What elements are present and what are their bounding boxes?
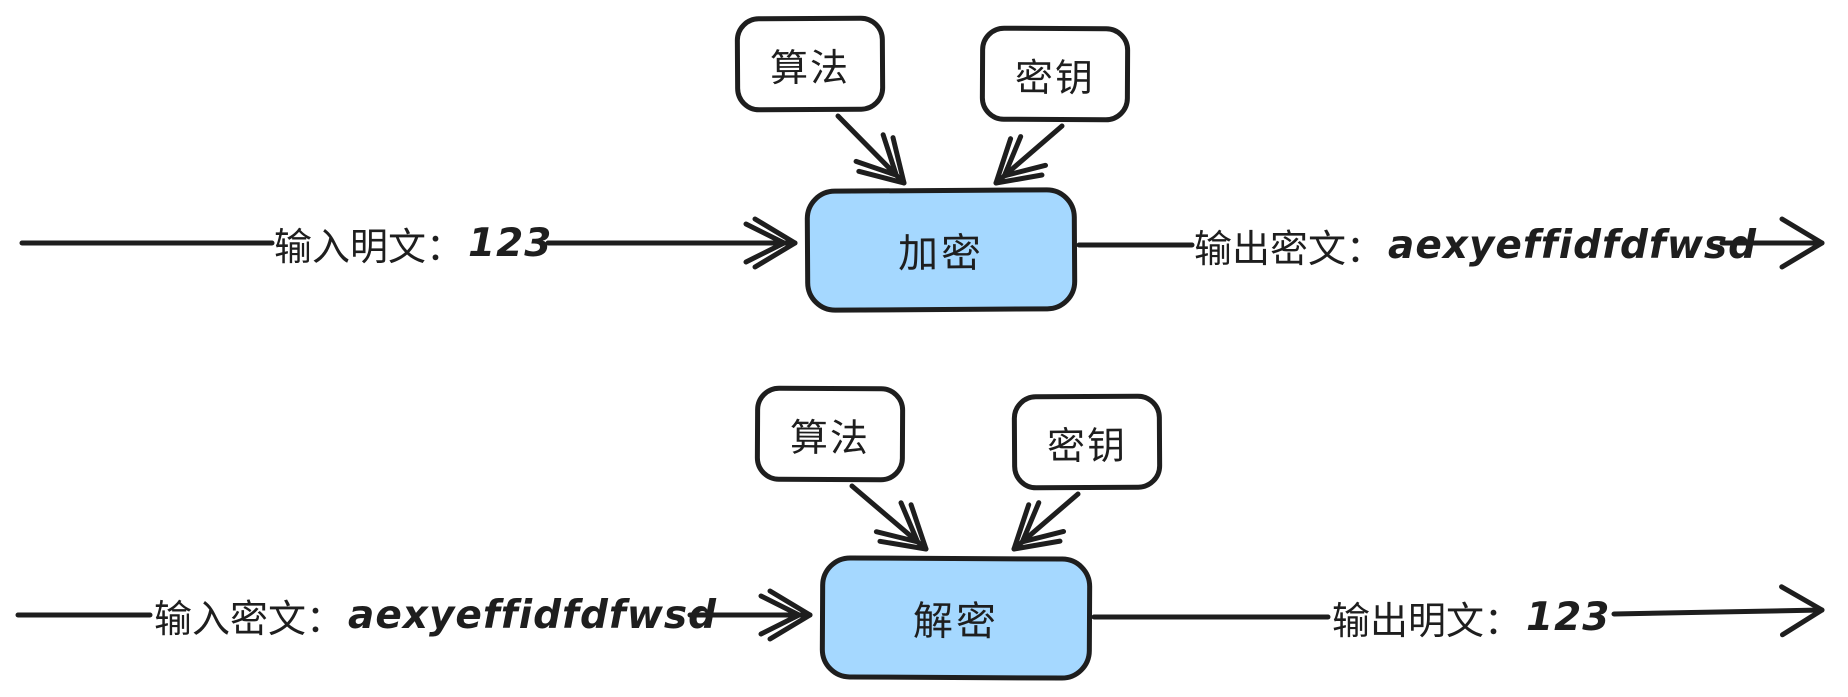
encrypt-input-label: 输入明文：123 <box>274 217 552 269</box>
encrypt-input-value: 123 <box>468 220 553 266</box>
decrypt-key-arrow <box>1011 491 1081 552</box>
decrypt-input-value: aexyeffidfdfwsd <box>348 592 718 638</box>
encrypt-input-text: 输入明文： <box>274 226 465 269</box>
encrypt-algorithm-label: 算法 <box>769 47 851 90</box>
encrypt-output-value: aexyeffidfdfwsd <box>1388 222 1758 268</box>
encrypt-process-label: 加密 <box>897 231 985 277</box>
decrypt-output-value: 123 <box>1526 594 1611 640</box>
decrypt-key-label: 密钥 <box>1046 425 1128 468</box>
encrypt-process-box: 加密 <box>804 187 1078 313</box>
encrypt-key-box: 密钥 <box>979 25 1131 123</box>
decrypt-algorithm-box: 算法 <box>754 385 906 483</box>
decrypt-process-box: 解密 <box>819 555 1093 681</box>
decrypt-key-box: 密钥 <box>1011 393 1163 491</box>
decrypt-input-label: 输入密文：aexyeffidfdfwsd <box>154 589 717 641</box>
decrypt-process-label: 解密 <box>912 599 1000 645</box>
decrypt-algorithm-label: 算法 <box>789 417 871 460</box>
decrypt-output-arrow <box>1611 584 1825 638</box>
decrypt-input-text: 输入密文： <box>154 598 345 641</box>
encrypt-key-arrow <box>993 123 1065 186</box>
encrypt-algorithm-arrow <box>835 113 907 186</box>
encrypt-key-label: 密钥 <box>1014 57 1096 100</box>
encrypt-output-label: 输出密文：aexyeffidfdfwsd <box>1194 219 1757 271</box>
decrypt-output-label: 输出明文：123 <box>1332 591 1610 643</box>
encrypt-output-text: 输出密文： <box>1194 228 1385 271</box>
decrypt-output-text: 输出明文： <box>1332 600 1523 643</box>
encrypt-algorithm-box: 算法 <box>734 15 886 113</box>
decrypt-algorithm-arrow <box>849 483 929 552</box>
